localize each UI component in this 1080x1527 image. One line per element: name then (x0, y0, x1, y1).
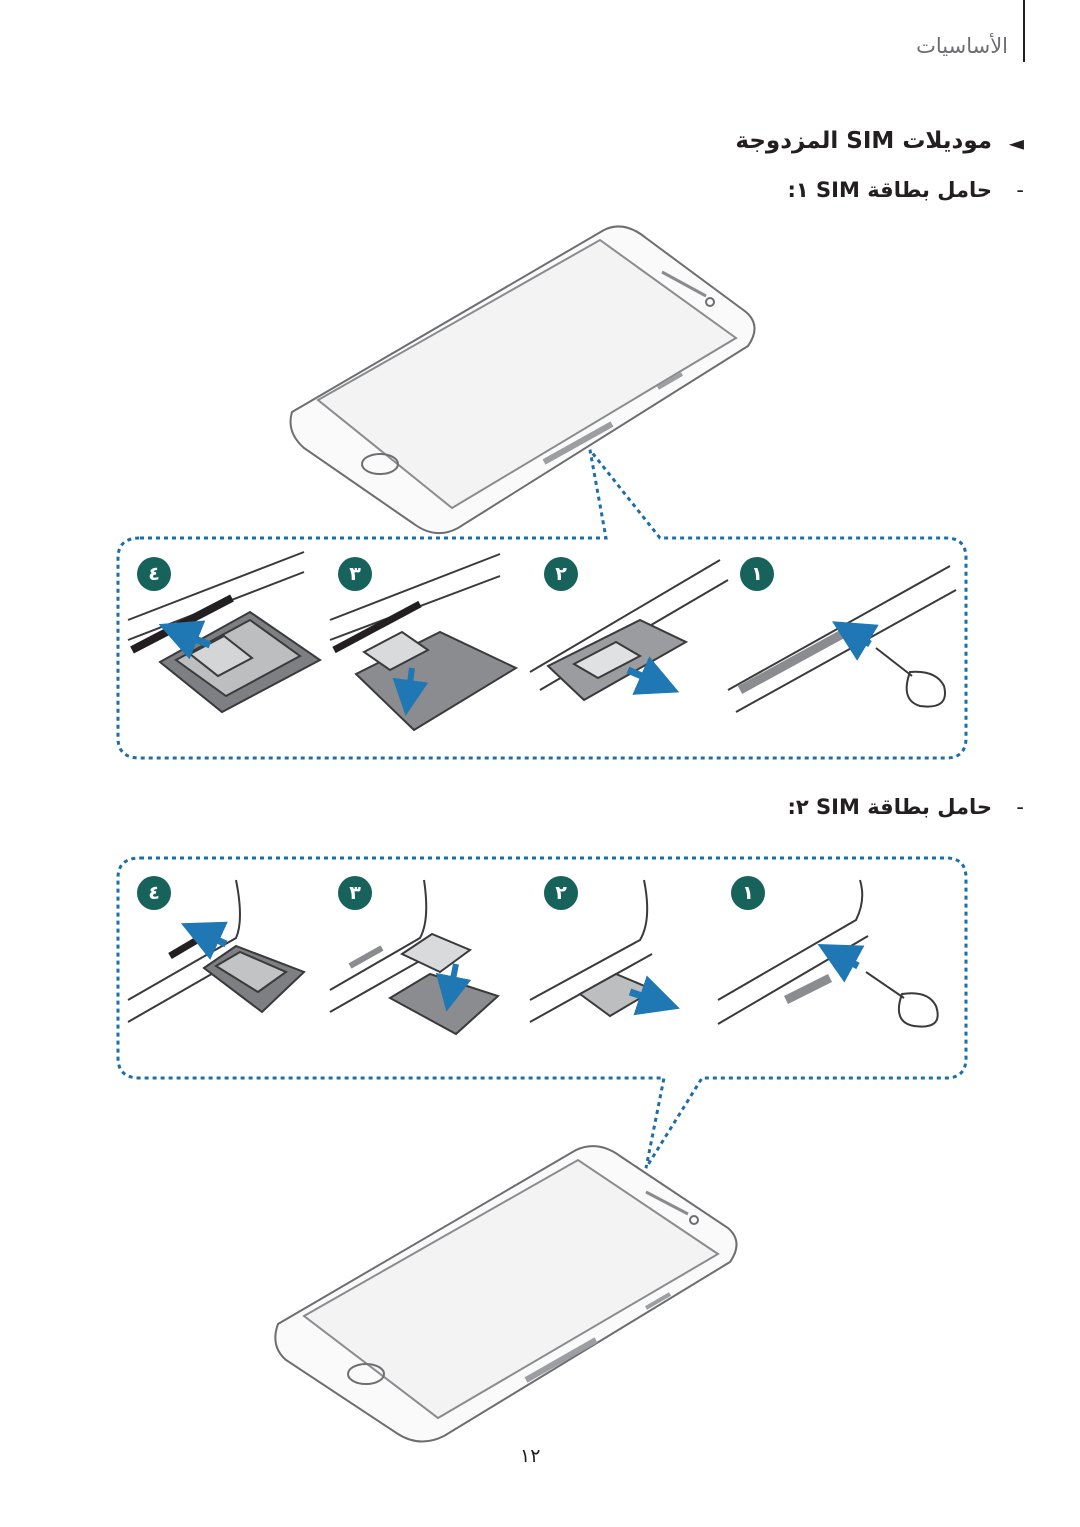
dash-bullet: - (1016, 795, 1024, 819)
row2-panel-1 (717, 879, 939, 1028)
callout-frame-2 (116, 856, 968, 1169)
step-badge-2-row1: ٢ (544, 557, 578, 591)
section-heading: موديلات SIM المزدوجة ◄ (735, 128, 1024, 155)
step-badge-3-row2: ٣ (338, 876, 372, 910)
section-heading-text: موديلات SIM المزدوجة (735, 128, 992, 154)
row2-panel-4 (127, 879, 306, 1023)
dash-bullet: - (1016, 178, 1024, 202)
heading-marker-icon: ◄ (1008, 131, 1024, 155)
row1-panel-1 (727, 565, 957, 713)
chapter-title: الأساسيات (916, 34, 1008, 58)
step-badge-3-row1: ٣ (338, 557, 372, 591)
row1-panel-4 (127, 551, 322, 714)
phone-bottom (274, 1145, 738, 1443)
row2-panel-2 (529, 879, 680, 1023)
sub-heading-sim2: حامل بطاقة SIM ٢: - (787, 795, 1025, 819)
header-rule (1023, 0, 1025, 62)
sub-heading-sim2-text: حامل بطاقة SIM ٢: (787, 795, 993, 819)
step-badge-1-row1: ١ (740, 557, 774, 591)
step-badge-4-row2: ٤ (137, 876, 171, 910)
row2-panel-3 (329, 879, 500, 1036)
row1-panel-3 (329, 553, 519, 732)
step-badge-4-row1: ٤ (137, 557, 171, 591)
step-badge-2-row2: ٢ (544, 876, 578, 910)
sub-heading-sim1: حامل بطاقة SIM ١: - (787, 178, 1025, 202)
page-number: ١٢ (520, 1445, 541, 1467)
phone-top (289, 225, 756, 535)
step-badge-1-row2: ١ (731, 876, 765, 910)
callout-frame-1 (116, 449, 968, 760)
sub-heading-sim1-text: حامل بطاقة SIM ١: (787, 178, 993, 202)
row1-panel-2 (529, 559, 729, 702)
